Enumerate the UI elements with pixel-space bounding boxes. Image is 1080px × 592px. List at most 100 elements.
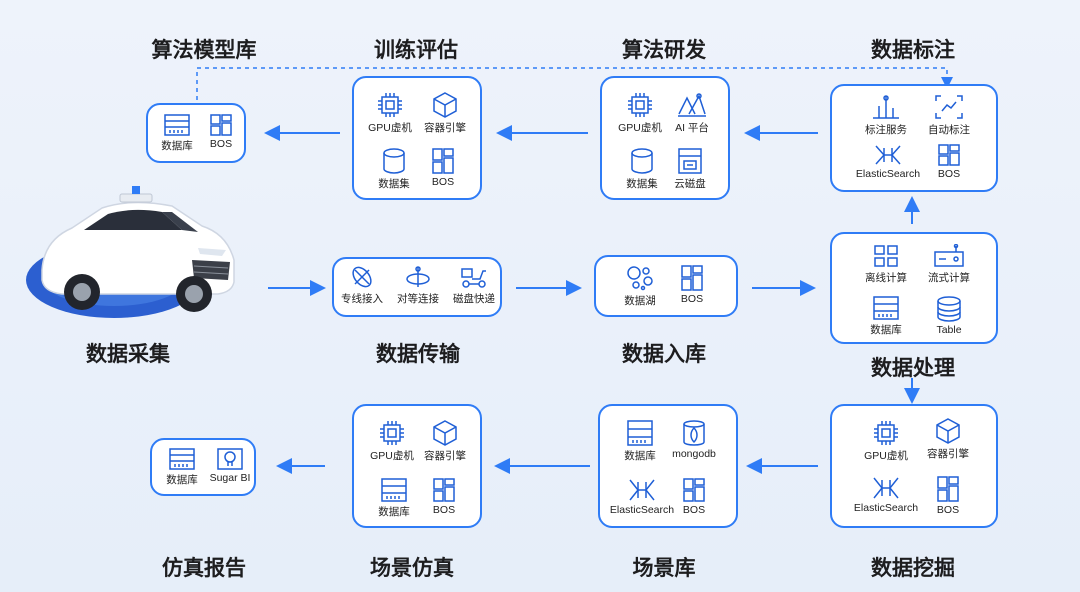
box-mining: GPU虚机 容器引擎 ElasticSearch BOS — [830, 404, 998, 528]
box-ingest: 数据湖 BOS — [594, 255, 738, 317]
box-model-repo: 数据库 BOS — [146, 103, 246, 163]
item-bos: BOS — [905, 476, 991, 516]
gpu-chip-icon — [874, 421, 898, 445]
item-table: Table — [906, 296, 992, 336]
box-labeling: 标注服务 自动标注 ElasticSearch BOS — [830, 84, 998, 192]
title-labeling: 数据标注 — [871, 38, 955, 62]
item-auto-label: 自动标注 — [906, 94, 992, 137]
bos-blocks-icon — [210, 114, 232, 136]
cloud-disk-icon — [678, 148, 702, 174]
item-database: 数据库 — [351, 478, 437, 519]
bos-blocks-icon — [938, 144, 960, 166]
title-collection: 数据采集 — [86, 342, 170, 366]
title-simulation: 场景仿真 — [370, 556, 454, 580]
gpu-chip-icon — [628, 93, 652, 117]
box-transfer: 专线接入 对等连接 磁盘快递 — [332, 257, 502, 317]
item-stream-compute: 流式计算 — [906, 244, 992, 285]
title-ingest: 数据入库 — [622, 342, 706, 366]
title-report: 仿真报告 — [162, 556, 246, 580]
bos-blocks-icon — [432, 148, 454, 174]
database-rack-icon — [627, 420, 653, 446]
dashed-feedback-line — [196, 67, 953, 100]
bos-blocks-icon — [433, 478, 455, 502]
item-gpu-vm: GPU虚机 — [597, 92, 683, 135]
title-scene-repo: 场景库 — [632, 556, 696, 580]
item-bos: BOS — [401, 478, 487, 516]
item-peer-connection: 对等连接 — [375, 265, 461, 306]
item-dedicated-line: 专线接入 — [319, 265, 405, 306]
database-rack-icon — [381, 478, 407, 502]
box-scene-repo: 数据库 mongodb ElasticSearch BOS — [598, 404, 738, 528]
stream-compute-icon — [934, 244, 964, 267]
item-database: 数据库 — [134, 114, 220, 153]
satellite-icon — [352, 266, 372, 288]
item-disk-express: 磁盘快递 — [431, 265, 517, 306]
item-mongodb: mongodb — [651, 420, 737, 460]
peer-connect-icon — [406, 266, 430, 287]
title-algo-dev: 算法研发 — [622, 38, 706, 62]
autonomous-car-illustration — [26, 186, 235, 318]
box-processing: 离线计算 流式计算 数据库 Table — [830, 232, 998, 344]
auto-label-icon — [935, 95, 963, 119]
item-database: 数据库 — [597, 420, 683, 463]
sugar-bi-icon — [217, 448, 243, 470]
item-bos: BOS — [649, 265, 735, 305]
gpu-chip-icon — [380, 421, 404, 445]
table-stack-icon — [937, 296, 961, 322]
box-simulation: GPU虚机 容器引擎 数据库 BOS — [352, 404, 482, 528]
title-model-repo: 算法模型库 — [151, 38, 257, 62]
container-cube-icon — [433, 92, 457, 118]
elasticsearch-icon — [629, 479, 655, 501]
title-training: 训练评估 — [374, 38, 458, 62]
box-report: 数据库 Sugar BI — [150, 438, 256, 496]
item-gpu-vm: GPU虚机 — [843, 420, 929, 463]
scooter-icon — [461, 268, 486, 288]
item-ai-platform: AI 平台 — [649, 92, 735, 135]
mongodb-leaf-icon — [683, 420, 705, 446]
item-bos: BOS — [906, 144, 992, 180]
item-elasticsearch: ElasticSearch — [843, 476, 929, 514]
item-elasticsearch: ElasticSearch — [599, 478, 685, 516]
ai-platform-icon — [678, 93, 706, 117]
item-container-engine: 容器引擎 — [402, 420, 488, 463]
dataset-cylinder-icon — [383, 148, 405, 174]
container-cube-icon — [936, 418, 960, 444]
database-rack-icon — [164, 114, 190, 136]
item-bos: BOS — [651, 478, 737, 516]
item-label-service: 标注服务 — [843, 94, 929, 137]
dataset-cylinder-icon — [631, 148, 653, 174]
item-bos: BOS — [178, 114, 264, 150]
label-service-icon — [873, 95, 899, 119]
item-dataset: 数据集 — [351, 148, 437, 191]
offline-compute-icon — [874, 245, 898, 267]
item-container-engine: 容器引擎 — [402, 92, 488, 135]
item-dataset: 数据集 — [599, 148, 685, 191]
box-training: GPU虚机 容器引擎 数据集 BOS — [352, 76, 482, 200]
bos-blocks-icon — [937, 476, 959, 502]
elasticsearch-icon — [875, 145, 901, 165]
item-offline-compute: 离线计算 — [843, 244, 929, 285]
item-bos: BOS — [400, 148, 486, 188]
container-cube-icon — [433, 420, 457, 446]
bos-blocks-icon — [683, 478, 705, 502]
title-transfer: 数据传输 — [376, 342, 460, 366]
database-rack-icon — [169, 448, 195, 470]
gpu-chip-icon — [378, 93, 402, 117]
item-cloud-disk: 云磁盘 — [647, 148, 733, 191]
elasticsearch-icon — [873, 477, 899, 499]
item-container-engine: 容器引擎 — [905, 418, 991, 461]
database-rack-icon — [873, 296, 899, 320]
item-database: 数据库 — [139, 448, 225, 487]
title-mining: 数据挖掘 — [871, 556, 955, 580]
box-algo-dev: GPU虚机 AI 平台 数据集 云磁盘 — [600, 76, 730, 200]
title-processing: 数据处理 — [871, 356, 955, 380]
item-elasticsearch: ElasticSearch — [845, 144, 931, 180]
item-data-lake: 数据湖 — [597, 265, 683, 308]
item-database: 数据库 — [843, 296, 929, 337]
bos-blocks-icon — [681, 265, 703, 291]
item-sugar-bi: Sugar BI — [187, 448, 273, 484]
item-gpu-vm: GPU虚机 — [349, 420, 435, 463]
data-lake-icon — [627, 266, 653, 291]
item-gpu-vm: GPU虚机 — [347, 92, 433, 135]
